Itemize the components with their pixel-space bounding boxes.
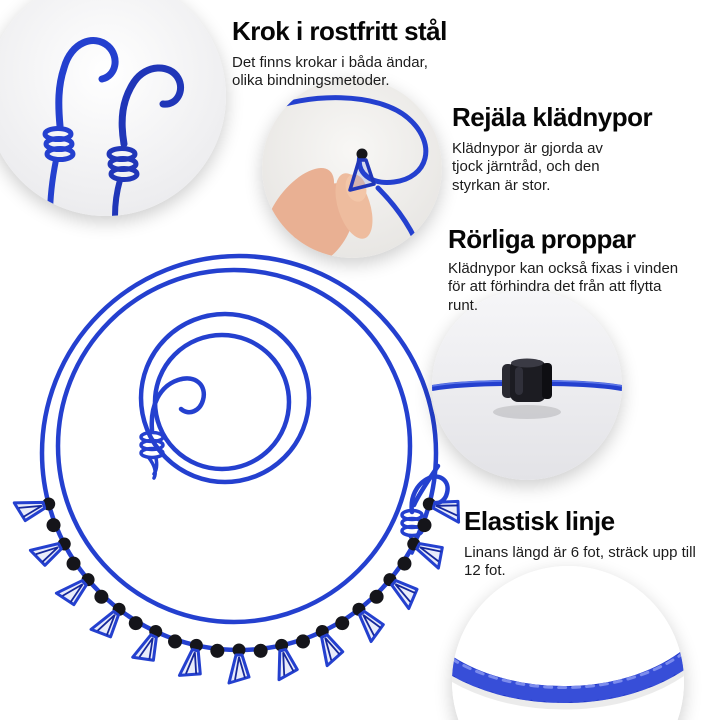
hooks-closeup-art [0, 0, 226, 216]
stopper-closeup-art [432, 290, 622, 480]
annotation-body-clothespins: Klädnypor är gjorda av tjock järntråd, o… [452, 140, 603, 194]
inset-hand-clip-photo [262, 78, 442, 258]
inset-stopper-photo [432, 290, 622, 480]
annotation-body-stoppers: Klädnypor kan också fixas i vinden för a… [448, 260, 679, 314]
center-hook-icon [139, 376, 207, 480]
annotation-body-elastic: Linans längd är 6 fot, sträck upp till 1… [464, 544, 696, 580]
hook-icon [106, 64, 185, 216]
annotation-title-hook: Krok i rostfritt stål [232, 16, 447, 46]
hook-icon [42, 37, 119, 216]
annotation-body-hook: Det finns krokar i båda ändar, olika bin… [232, 54, 428, 90]
annotation-title-elastic: Elastisk linje [464, 506, 615, 536]
annotation-title-clothespins: Rejäla klädnypor [452, 102, 653, 132]
annotation-title-stoppers: Rörliga proppar [448, 224, 636, 254]
hand-clip-closeup-art [262, 78, 442, 258]
clothespin-icon [348, 148, 376, 192]
braided-rope [452, 648, 684, 710]
stopper-shadow [493, 405, 561, 419]
stopper-icon [502, 358, 552, 402]
clothespin-row [12, 491, 466, 685]
inset-hooks-photo [0, 0, 226, 216]
